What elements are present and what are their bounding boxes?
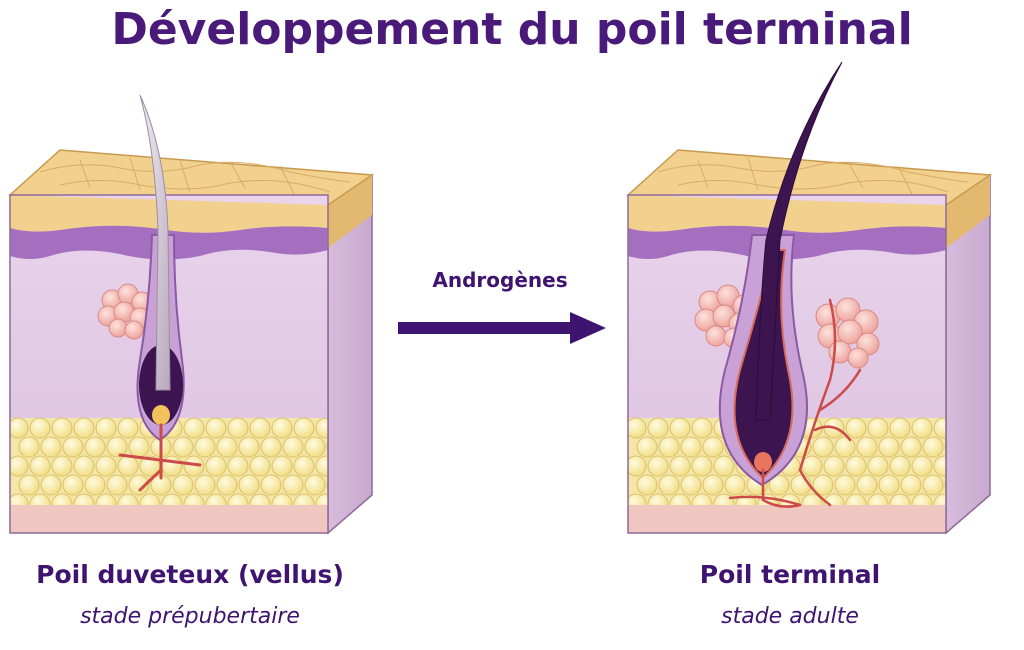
terminal-skin-block xyxy=(626,62,990,533)
fat-cell xyxy=(228,456,248,476)
fat-cell xyxy=(923,475,943,495)
fat-cell xyxy=(659,475,679,495)
fat-cells xyxy=(8,418,347,514)
fat-cell xyxy=(824,456,844,476)
fat-cell xyxy=(283,475,303,495)
fat-cell xyxy=(228,418,248,438)
fat-cell xyxy=(901,437,921,457)
fat-cell xyxy=(8,418,28,438)
fat-cell xyxy=(261,437,281,457)
fat-cell xyxy=(52,456,72,476)
fat-cell xyxy=(703,475,723,495)
fat-cell xyxy=(41,437,61,457)
fat-cell xyxy=(846,456,866,476)
fat-cell xyxy=(283,437,303,457)
fat-cell xyxy=(846,418,866,438)
fat-cell xyxy=(162,456,182,476)
fat-cell xyxy=(184,418,204,438)
fat-cell xyxy=(879,475,899,495)
fat-cell xyxy=(30,418,50,438)
fat-cell xyxy=(626,418,646,438)
fat-cell xyxy=(692,418,712,438)
vellus-skin-block xyxy=(8,95,372,533)
fat-cell xyxy=(879,437,899,457)
fat-cell xyxy=(272,456,292,476)
fat-cell xyxy=(239,437,259,457)
fat-cell xyxy=(305,437,325,457)
fat-cell xyxy=(813,437,833,457)
fat-cell xyxy=(74,456,94,476)
fat-cell xyxy=(857,475,877,495)
fat-cell xyxy=(272,418,292,438)
fat-cell xyxy=(85,475,105,495)
fat-cell xyxy=(725,475,745,495)
fat-cell xyxy=(85,437,105,457)
fat-cell xyxy=(681,475,701,495)
fat-cell xyxy=(868,456,888,476)
fat-cell xyxy=(217,437,237,457)
fat-cell xyxy=(63,437,83,457)
fat-cell xyxy=(294,456,314,476)
arrow-label: Androgènes xyxy=(400,268,600,292)
fat-cell xyxy=(8,456,28,476)
fat-cell xyxy=(912,418,932,438)
fat-cell xyxy=(96,418,116,438)
fat-cell xyxy=(107,475,127,495)
fat-cell xyxy=(659,437,679,457)
fat-cell xyxy=(637,437,657,457)
fat-cell xyxy=(294,418,314,438)
fat-cell xyxy=(261,475,281,495)
fat-cell xyxy=(118,418,138,438)
fat-cell xyxy=(703,437,723,457)
fat-cell xyxy=(857,437,877,457)
fat-cell xyxy=(923,437,943,457)
fat-cell xyxy=(835,475,855,495)
fat-cell xyxy=(648,456,668,476)
fat-cell xyxy=(30,456,50,476)
fat-cell xyxy=(626,456,646,476)
right-caption: Poil terminal xyxy=(600,560,980,589)
fat-cell xyxy=(250,418,270,438)
fat-cell xyxy=(173,475,193,495)
fat-cell xyxy=(692,456,712,476)
left-subcaption: stade prépubertaire xyxy=(0,604,380,629)
fat-cell xyxy=(41,475,61,495)
fat-cell xyxy=(118,456,138,476)
fat-cell xyxy=(96,456,116,476)
fat-cell xyxy=(890,418,910,438)
fat-cell xyxy=(195,475,215,495)
fat-cell xyxy=(868,418,888,438)
fat-cell xyxy=(681,437,701,457)
fat-cell xyxy=(901,475,921,495)
fat-cell xyxy=(670,456,690,476)
fat-cell xyxy=(912,456,932,476)
fat-cell xyxy=(250,456,270,476)
right-subcaption: stade adulte xyxy=(600,604,980,629)
fat-cell xyxy=(637,475,657,495)
fat-cell xyxy=(19,475,39,495)
left-caption: Poil duveteux (vellus) xyxy=(0,560,380,589)
fat-cell xyxy=(129,437,149,457)
fat-cell xyxy=(890,456,910,476)
fat-cell xyxy=(63,475,83,495)
fat-cell xyxy=(52,418,72,438)
androgen-arrow xyxy=(398,312,606,344)
fat-cell xyxy=(217,475,237,495)
fat-cell xyxy=(802,456,822,476)
fat-cell xyxy=(206,456,226,476)
fat-cell xyxy=(206,418,226,438)
fat-cell xyxy=(74,418,94,438)
fat-cell xyxy=(239,475,259,495)
fat-cell xyxy=(648,418,668,438)
fat-cell xyxy=(195,437,215,457)
fat-cell xyxy=(19,437,39,457)
fat-cell xyxy=(714,456,734,476)
fat-cell xyxy=(173,437,193,457)
fat-cell xyxy=(670,418,690,438)
fat-cell xyxy=(835,437,855,457)
fat-cell xyxy=(305,475,325,495)
